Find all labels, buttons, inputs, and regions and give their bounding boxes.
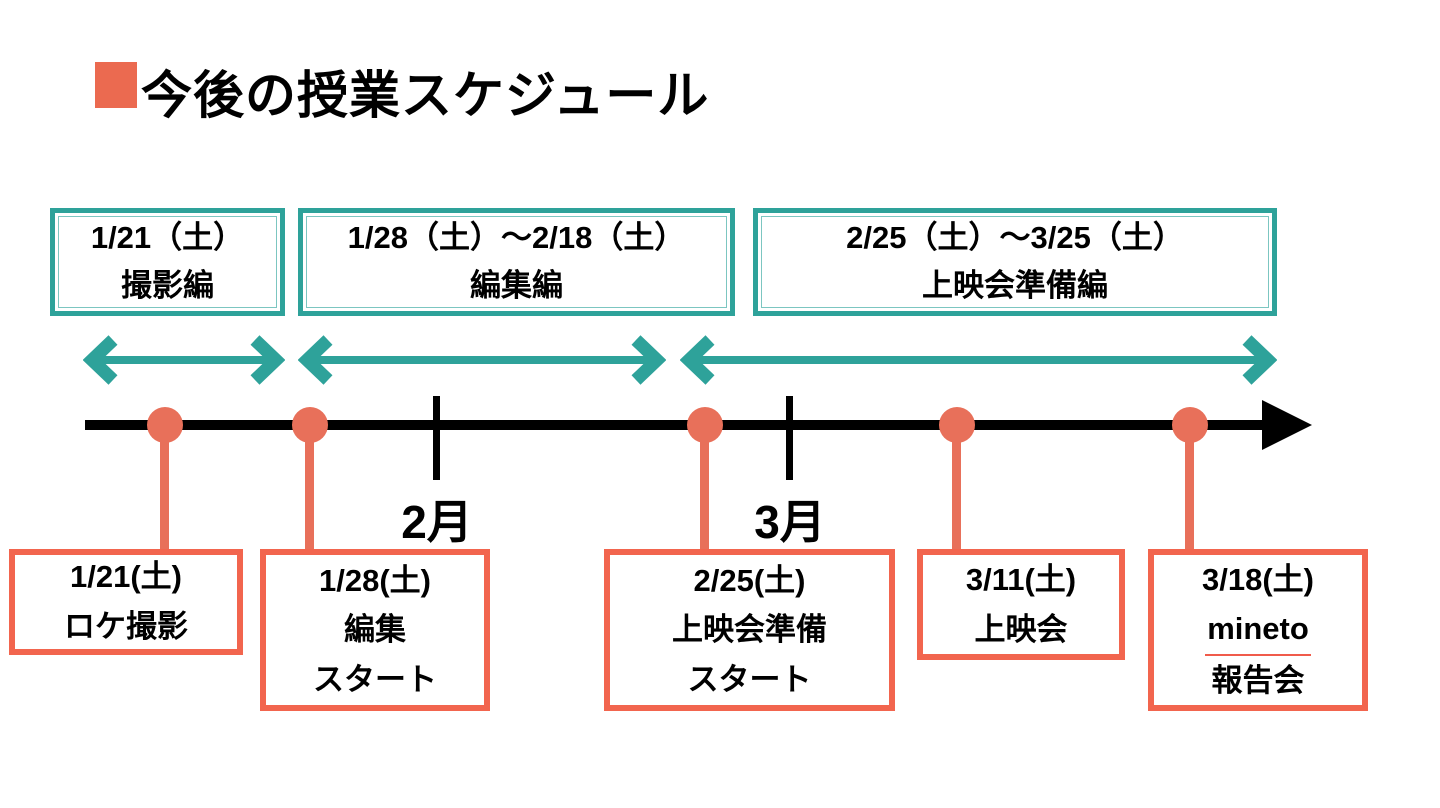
phase-box-screening-prep: 2/25（土）～3/25（土） 上映会準備編 (753, 208, 1277, 316)
phase-name: 上映会準備編 (922, 268, 1108, 303)
event-date: 1/21(土) (70, 559, 182, 595)
month-label-february: 2月 (401, 496, 473, 548)
timeline-tick-february (433, 396, 440, 480)
event-box-editing-start: 1/28(土) 編集 スタート (260, 549, 490, 711)
phase-name: 編集編 (470, 268, 563, 303)
event-label: ロケ撮影 (64, 609, 188, 644)
event-connector (952, 432, 961, 552)
event-date: 2/25(土) (693, 562, 806, 598)
square-bullet-icon (95, 62, 137, 108)
event-connector (1185, 432, 1194, 552)
phase-dates: 1/21（土） (90, 219, 245, 255)
phase-box-editing: 1/28（土）～2/18（土） 編集編 (298, 208, 735, 316)
timeline-dot (292, 407, 328, 443)
event-box-mineto-report: 3/18(土) mineto 報告会 (1148, 549, 1368, 711)
event-label: スタート (313, 661, 437, 697)
event-label: 上映会 (974, 611, 1068, 647)
timeline-arrowhead-icon (1262, 400, 1312, 450)
phase-name: 撮影編 (121, 268, 214, 303)
double-arrow-icon (680, 334, 1277, 386)
event-date: 3/11(土) (965, 561, 1077, 597)
event-connector (160, 432, 169, 552)
phase-box-filming: 1/21（土） 撮影編 (50, 208, 285, 316)
timeline-dot (1172, 407, 1208, 443)
event-date: 3/18(土) (1202, 561, 1314, 597)
event-label-mineto: mineto (1205, 604, 1311, 656)
event-box-location-shoot: 1/21(土) ロケ撮影 (9, 549, 243, 655)
phase-dates: 1/28（土）～2/18（土） (347, 219, 686, 255)
event-connector (305, 432, 314, 552)
timeline-dot (147, 407, 183, 443)
timeline-dot (687, 407, 723, 443)
double-arrow-icon (83, 334, 285, 386)
timeline-axis (85, 420, 1270, 430)
page-title: 今後の授業スケジュール (141, 67, 710, 124)
event-connector (700, 432, 709, 552)
timeline-dot (939, 407, 975, 443)
event-label: 上映会準備 (672, 612, 827, 648)
event-label: 編集 (344, 612, 406, 648)
event-label: スタート (687, 661, 812, 697)
month-label-march: 3月 (754, 496, 826, 548)
event-label: 報告会 (1211, 662, 1305, 698)
event-box-screening-prep-start: 2/25(土) 上映会準備 スタート (604, 549, 895, 711)
phase-dates: 2/25（土）～3/25（土） (846, 219, 1184, 255)
double-arrow-icon (298, 334, 666, 386)
event-box-screening: 3/11(土) 上映会 (917, 549, 1125, 660)
event-date: 1/28(土) (319, 562, 431, 598)
timeline-tick-march (786, 396, 793, 480)
